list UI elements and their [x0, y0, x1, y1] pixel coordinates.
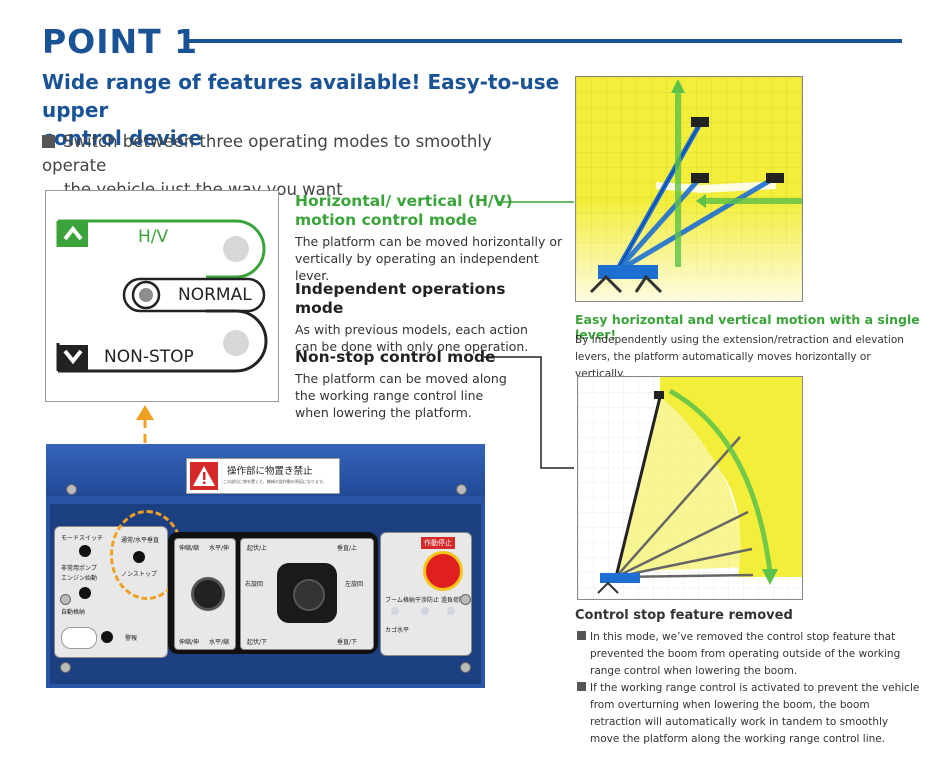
control-stop-title: Control stop feature removed	[575, 608, 793, 623]
boom-lever-plate: 起伏/上 垂直/上 右旋回 左旋回 起伏/下 垂直/下	[240, 538, 374, 650]
panel-label: モードスイッチ	[61, 535, 104, 542]
bullet-square-icon	[42, 135, 55, 148]
mode-hv-desc-2: vertically by operating an independent l…	[295, 251, 539, 283]
hv-caption-line-1: By independently using the extension/ret…	[575, 334, 904, 346]
lever-label: 水平/縮	[209, 639, 230, 646]
mode-switch-svg	[56, 219, 268, 373]
panel-label: 過負荷防止	[441, 597, 472, 604]
nonstop-motion-figure	[577, 376, 803, 600]
emergency-stop-label: 作動停止	[421, 537, 455, 549]
headline-line-1: Wide range of features available! Easy-t…	[42, 70, 560, 122]
headline: Wide range of features available! Easy-t…	[42, 68, 562, 152]
panel-label: 自動格納	[61, 609, 86, 616]
control-stop-item-2: If the working range control is activate…	[577, 680, 937, 748]
boom-joystick[interactable]	[277, 563, 337, 623]
normal-mode-label: NORMAL	[178, 285, 252, 305]
panel-label: エンジン始動	[61, 575, 98, 582]
mode-nonstop-desc-3: when lowering the platform.	[295, 405, 472, 420]
mode-independent-desc-2: can be done with only one operation.	[295, 339, 529, 354]
warning-sub: この部位に物を置くと、機械の誤作動の原因になります。	[223, 479, 327, 484]
joystick-frame: 伸縮/縮 水平/伸 伸縮/伸 水平/縮 起伏/上 垂直/上 右旋回 左旋回 起伏…	[168, 532, 378, 654]
mode-independent-title: Independent operations mode	[295, 280, 506, 317]
screw-icon	[460, 662, 471, 673]
horn-knob-icon[interactable]	[101, 631, 113, 643]
control-stop-item-2-line-3: retraction will automatically work in ta…	[590, 716, 889, 728]
panel-label: ブーム格納	[385, 597, 415, 604]
lever-label: 伸縮/縮	[179, 545, 200, 552]
mode-nonstop-title: Non-stop control mode	[295, 348, 496, 366]
control-stop-item-1-line-3: range control when lowering the boom.	[590, 665, 798, 677]
control-stop-item-2-line-4: move the platform along the working rang…	[590, 733, 886, 745]
lever-label: 左旋回	[345, 581, 364, 588]
mode-independent: Independent operations mode As with prev…	[295, 280, 555, 355]
hv-motion-figure	[575, 76, 803, 302]
point-title: POINT 1	[42, 22, 199, 61]
lever-label: 起伏/下	[247, 639, 268, 646]
bullet-square-icon	[577, 631, 586, 640]
control-stop-item-1: In this mode, we’ve removed the control …	[577, 629, 937, 680]
lever-label: 垂直/上	[337, 545, 358, 552]
mode-nonstop-desc-2: the working range control line	[295, 388, 484, 403]
warning-sticker: 操作部に物置き禁止 この部位に物を置くと、機械の誤作動の原因になります。	[186, 458, 340, 494]
mode-hv-title-2: motion control mode	[295, 211, 478, 229]
panel-label: 干渉防止	[415, 597, 440, 604]
hv-motion-svg	[576, 77, 802, 301]
control-stop-item-1-line-2: prevented the boom from operating outsid…	[590, 648, 901, 660]
mode-independent-desc-1: As with previous models, each action	[295, 322, 528, 337]
mode-knob-icon[interactable]	[79, 545, 91, 557]
lever-label: 右旋回	[245, 581, 264, 588]
horn-button[interactable]	[61, 627, 97, 649]
bullet-square-icon	[577, 682, 586, 691]
right-switch-plate: 作動停止 ブーム格納 干渉防止 過負荷防止 カゴ水平	[380, 532, 472, 656]
warning-triangle-icon	[190, 462, 218, 490]
indicator-lamp-icon	[421, 607, 429, 615]
hv-mode-label: H/V	[138, 227, 169, 247]
mode-switch-diagram: H/V NORMAL NON-STOP	[45, 190, 279, 402]
nonstop-motion-svg	[578, 377, 802, 599]
warning-label: 操作部に物置き禁止	[227, 466, 313, 477]
lever-label: 起伏/上	[247, 545, 268, 552]
engine-knob-icon[interactable]	[79, 587, 91, 599]
joystick-knob-icon	[293, 579, 325, 611]
control-stop-item-1-line-1: In this mode, we’ve removed the control …	[590, 631, 896, 643]
extend-lever-plate: 伸縮/縮 水平/伸 伸縮/伸 水平/縮	[174, 538, 236, 650]
screw-icon	[460, 594, 471, 605]
panel-label: カゴ水平	[385, 627, 410, 634]
mode-hv: Horizontal/ vertical (H/V) motion contro…	[295, 192, 575, 284]
control-stop-item-2-line-1: If the working range control is activate…	[590, 682, 920, 694]
control-stop-item-2-line-2: from overturning when lowering the boom,…	[590, 699, 870, 711]
screw-icon	[60, 594, 71, 605]
mode-hv-title-1: Horizontal/ vertical (H/V)	[295, 192, 513, 210]
screw-icon	[66, 484, 77, 495]
control-panel-photo: 操作部に物置き禁止 この部位に物を置くと、機械の誤作動の原因になります。 モード…	[46, 444, 485, 688]
emergency-stop-button[interactable]	[423, 551, 463, 591]
panel-label: 非常用ポンプ	[61, 565, 97, 572]
screw-icon	[456, 484, 467, 495]
panel-label: 警報	[125, 635, 138, 642]
lever-label: 伸縮/伸	[179, 639, 200, 646]
control-stop-list: In this mode, we’ve removed the control …	[577, 629, 937, 748]
lever-label: 水平/伸	[209, 545, 230, 552]
intro-line-1: Switch between three operating modes to …	[42, 132, 492, 175]
nonstop-mode-label: NON-STOP	[104, 347, 194, 367]
hv-caption-title: Easy horizontal and vertical motion with…	[575, 312, 920, 342]
mode-nonstop-desc-1: The platform can be moved along	[295, 371, 507, 386]
title-rule	[186, 39, 902, 43]
screw-icon	[60, 662, 71, 673]
lever-label: 垂直/下	[337, 639, 358, 646]
headline-line-2: control device	[42, 126, 203, 150]
indicator-lamp-icon	[391, 607, 399, 615]
mode-hv-desc-1: The platform can be moved horizontally o…	[295, 234, 563, 249]
extend-lever[interactable]	[191, 577, 225, 611]
mode-nonstop: Non-stop control mode The platform can b…	[295, 348, 535, 421]
indicator-lamp-icon	[447, 607, 455, 615]
